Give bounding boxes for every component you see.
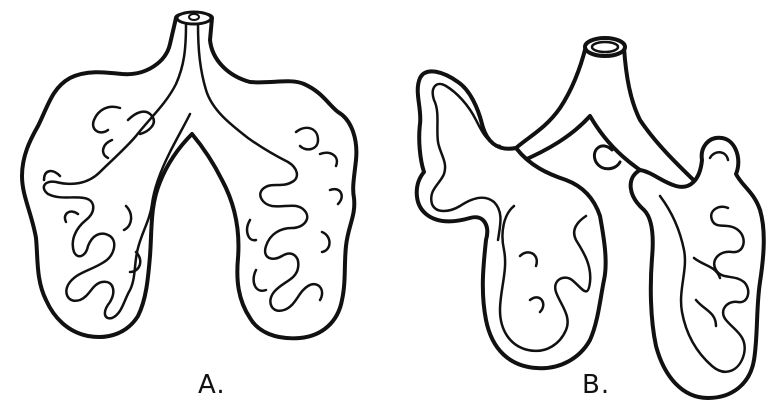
label-a: A. — [198, 372, 226, 398]
label-b: B. — [582, 372, 610, 398]
lung-b-right-lobe — [631, 138, 764, 398]
